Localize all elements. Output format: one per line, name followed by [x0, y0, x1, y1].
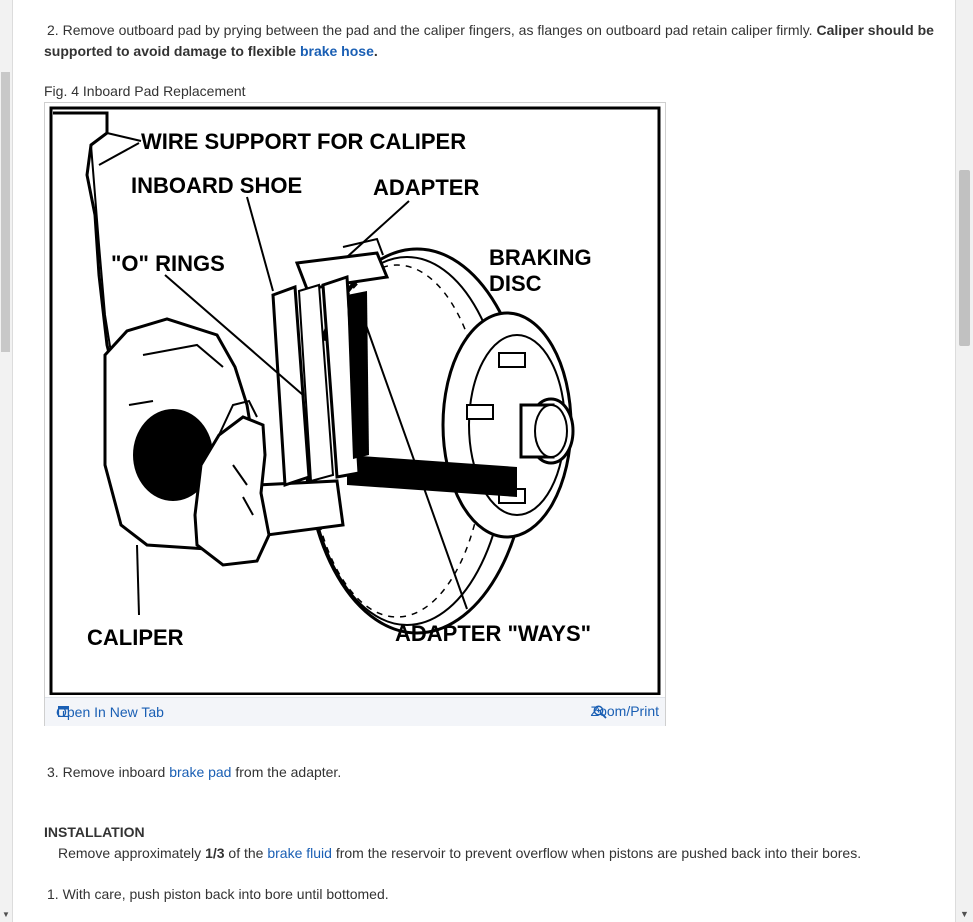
step-2-bold-text: Caliper should be supported to avoid dam… [44, 22, 934, 59]
step-2-paragraph: 2. Remove outboard pad by prying between… [44, 20, 944, 62]
installation-paragraph: Remove approximately 1/3 of the brake fl… [58, 845, 861, 861]
label-adapter-ways: ADAPTER "WAYS" [395, 621, 591, 646]
label-braking: BRAKING [489, 245, 592, 270]
zoom-print-label: Zoom/Print [590, 703, 659, 719]
left-scroll-down-icon[interactable]: ▼ [2, 910, 10, 919]
label-o-rings: "O" RINGS [111, 251, 225, 276]
zoom-print-link[interactable]: Zoom/Print [591, 703, 659, 719]
left-scrollbar-thumb[interactable] [1, 72, 10, 352]
open-new-tab-icon [58, 706, 69, 717]
step-2-period: . [373, 43, 378, 59]
right-scrollbar[interactable]: ▼ [955, 0, 973, 922]
brake-fluid-link[interactable]: brake fluid [267, 845, 332, 861]
installation-heading: INSTALLATION [44, 824, 145, 840]
label-adapter: ADAPTER [373, 175, 479, 200]
right-scrollbar-thumb[interactable] [959, 170, 970, 346]
brake-diagram-illustration[interactable]: WIRE SUPPORT FOR CALIPER INBOARD SHOE AD… [47, 105, 663, 695]
installation-pre: Remove approximately [58, 845, 202, 861]
label-disc: DISC [489, 271, 542, 296]
step-3-post: from the adapter. [235, 764, 342, 780]
figure-container: WIRE SUPPORT FOR CALIPER INBOARD SHOE AD… [44, 102, 666, 726]
installation-post: from the reservoir to prevent overflow w… [335, 845, 862, 861]
scroll-down-icon[interactable]: ▼ [960, 909, 969, 919]
step-2-text: Remove outboard pad by prying between th… [62, 22, 813, 38]
left-scrollbar[interactable]: ▼ [0, 0, 13, 922]
open-in-new-tab-label: Open In New Tab [56, 704, 164, 720]
step-1-text: With care, push piston back into bore un… [62, 886, 389, 902]
installation-mid: of the [228, 845, 264, 861]
brake-pad-link[interactable]: brake pad [169, 764, 232, 780]
label-inboard-shoe: INBOARD SHOE [131, 173, 302, 198]
open-in-new-tab-link[interactable]: Open In New Tab [56, 704, 164, 720]
figure-toolbar: Open In New Tab Zoom/Print [45, 697, 665, 726]
figure-caption: Fig. 4 Inboard Pad Replacement [44, 83, 246, 99]
step-1-number: 1. [47, 886, 59, 902]
installation-fraction: 1/3 [205, 845, 225, 861]
step-3-pre: Remove inboard [62, 764, 166, 780]
label-wire-support: WIRE SUPPORT FOR CALIPER [141, 129, 466, 154]
step-3-paragraph: 3. Remove inboard brake pad from the ada… [47, 764, 341, 780]
zoom-magnifier-icon [593, 705, 607, 719]
step-3-number: 3. [47, 764, 59, 780]
step-2-number: 2. [47, 22, 59, 38]
brake-hose-link[interactable]: brake hose [299, 43, 374, 59]
label-caliper: CALIPER [87, 625, 184, 650]
step-1-paragraph: 1. With care, push piston back into bore… [47, 886, 389, 902]
